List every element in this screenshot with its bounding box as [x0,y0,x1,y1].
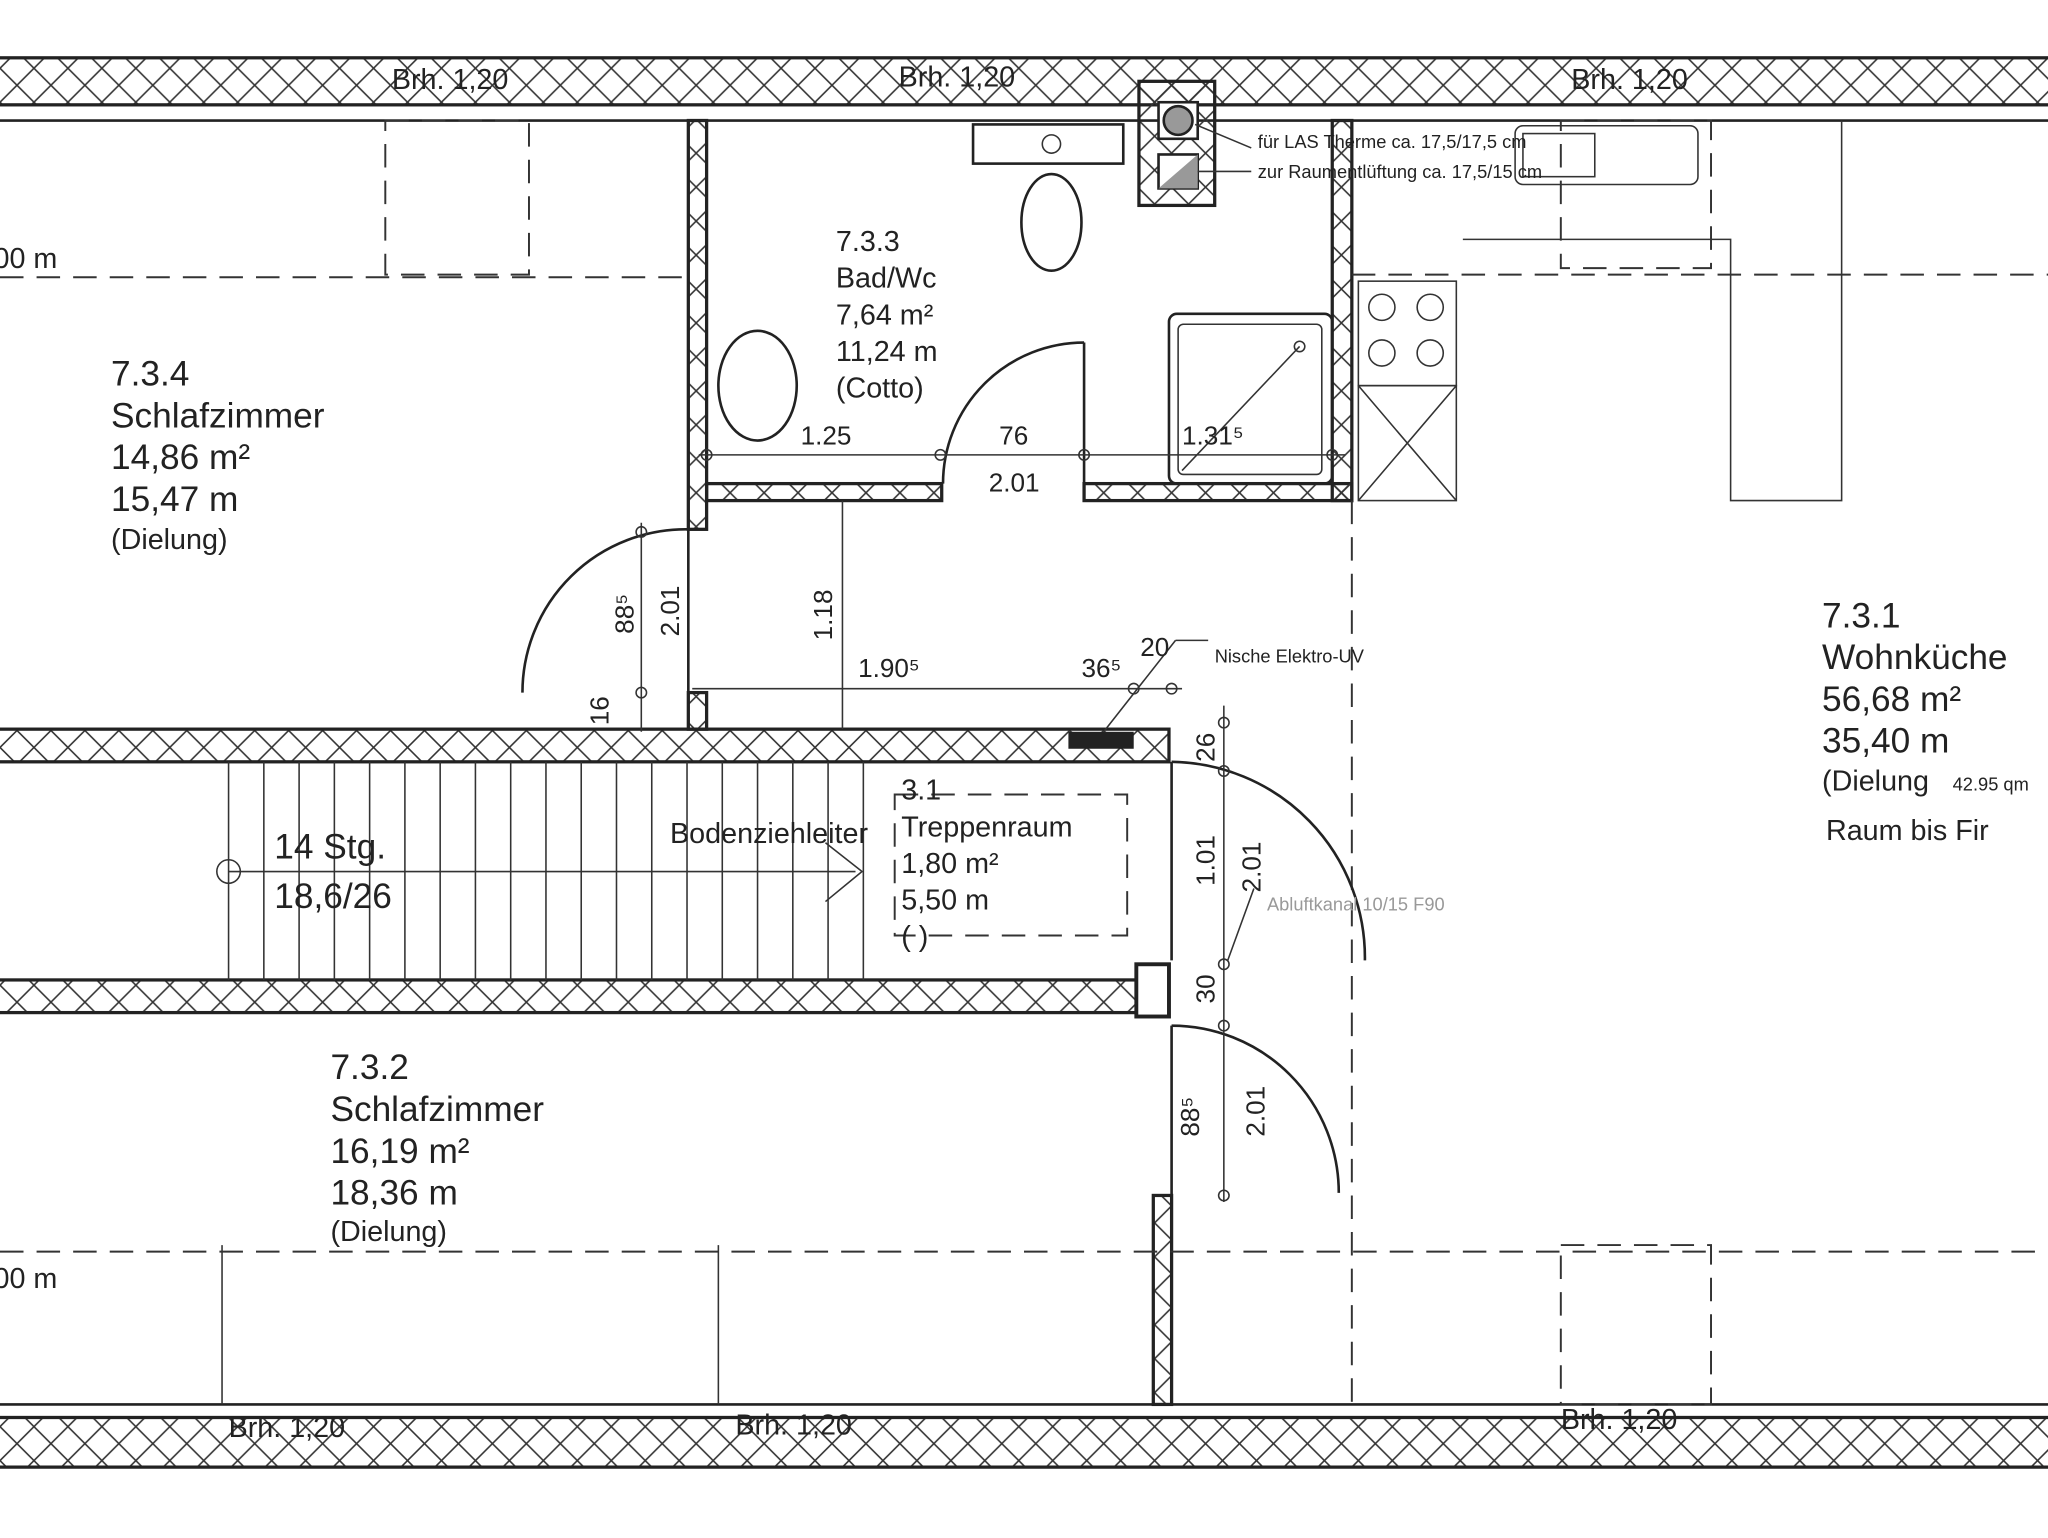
electrical-niche [1068,731,1134,749]
dim-hall-length: 1.90⁵ [858,653,920,683]
dim-wall-16: 16 [585,696,615,725]
room-number: 7.3.3 [836,226,900,258]
bath-fixtures [717,123,1334,485]
toilet-icon [1020,172,1083,273]
dim-wall-26: 26 [1191,733,1221,762]
room-name: Schlafzimmer [111,396,325,435]
hall-wall-left [686,690,709,731]
room-floor: ( ) [901,921,928,953]
dim-door-31-height: 2.01 [1236,842,1266,893]
edge-label-lower: 00 m [0,1263,57,1295]
shower-icon [1167,312,1334,485]
room-area: 14,86 m² [111,438,250,477]
washbasin-icon [717,329,799,442]
room-number: 7.3.2 [330,1048,408,1087]
chimney-note-1: für LAS Therme ca. 17,5/17,5 cm [1258,131,1527,152]
doors [521,341,1367,1196]
room-perimeter: 11,24 m [836,336,938,368]
window-label-bottom-2: Brh. 1,20 [735,1409,852,1441]
dim-wall-30: 30 [1191,974,1221,1003]
cistern-icon [971,123,1125,165]
dimension-lines [635,448,1346,1202]
dim-bath-door-height: 2.01 [989,467,1040,497]
stair-steps: 14 Stg. [274,827,386,866]
bath-wall-left [686,118,709,531]
window-label-top-3: Brh. 1,20 [1571,64,1688,96]
edge-label-upper: 00 m [0,243,57,275]
room-label-schlafzimmer-734: 7.3.4 Schlafzimmer 14,86 m² 15,47 m (Die… [111,355,325,556]
room-label-treppenraum-31: 3.1 Treppenraum 1,80 m² 5,50 m ( ) [901,775,1072,953]
flue-circle-icon [1162,104,1194,137]
window-label-bottom-1: Brh. 1,20 [229,1412,346,1444]
room-number: 7.3.1 [1822,596,1900,635]
room-area: 7,64 m² [836,299,934,331]
corridor-wall-upper [0,727,1171,764]
staircase [216,761,865,980]
dim-door-31-width: 1.01 [1191,835,1221,886]
dim-niche-20: 20 [1140,632,1169,662]
dim-door-734-width: 88⁵ [609,594,639,634]
window-label-bottom-3: Brh. 1,20 [1561,1404,1678,1436]
room-name: Wohnküche [1822,638,2008,677]
dim-bath-door: 76 [999,420,1028,450]
room-number: 3.1 [901,775,941,807]
room-area: 56,68 m² [1822,680,1961,719]
window-label-top-2: Brh. 1,20 [899,62,1016,94]
bottom-wall [0,1415,2048,1469]
exhaust-duct [1134,962,1171,1019]
room-floor-note: 42.95 qm [1953,774,2029,795]
dim-door-732-height: 2.01 [1240,1086,1270,1137]
dim-door-734-height: 2.01 [655,586,685,637]
room-perimeter: 15,47 m [111,480,238,519]
room-perimeter: 18,36 m [330,1174,457,1213]
room-name: Schlafzimmer [330,1090,544,1129]
dishwasher-icon [1357,384,1458,502]
room-floor: (Dielung) [111,524,228,556]
dim-niche-width: 36⁵ [1081,653,1121,683]
chimney-note-2: zur Raumentlüftung ca. 17,5/15 cm [1258,161,1542,182]
window-label-top-1: Brh. 1,20 [392,64,509,96]
stair-ratio: 18,6/26 [274,877,392,916]
kitchen-fixtures [1357,124,1843,502]
room-note: Raum bis Fir [1826,815,1989,847]
top-wall [0,56,2048,107]
roof-lines [0,119,2048,1406]
dim-hall-depth: 1.18 [808,590,838,641]
door-732-wall [1151,1193,1174,1407]
room-name: Treppenraum [901,811,1072,843]
room-floor: (Dielung) [330,1216,447,1248]
room-label-wohnkueche-731: 7.3.1 Wohnküche 56,68 m² 35,40 m (Dielun… [1822,596,2029,847]
room-area: 1,80 m² [901,848,999,880]
exhaust-note: Abluftkanal 10/15 F90 [1267,894,1445,915]
niche-note: Nische Elektro-UV [1215,646,1365,667]
sink-icon [1514,124,1699,186]
corridor-wall-lower [0,978,1138,1015]
bath-wall-bottom-right [1082,481,1354,503]
dim-bath-right: 1.31⁵ [1182,420,1244,450]
room-label-schlafzimmer-732: 7.3.2 Schlafzimmer 16,19 m² 18,36 m (Die… [330,1048,544,1248]
bath-wall-bottom-left [704,481,944,503]
room-area: 16,19 m² [330,1132,469,1171]
dim-bath-left: 1.25 [801,420,852,450]
room-floor: (Cotto) [836,372,924,404]
attic-ladder-label: Bodenziehleiter [670,818,868,850]
room-perimeter: 5,50 m [901,884,989,916]
bath-wall-right [1330,118,1354,503]
room-floor: (Dielung [1822,766,1929,798]
room-perimeter: 35,40 m [1822,722,1949,761]
room-label-bad-733: 7.3.3 Bad/Wc 7,64 m² 11,24 m (Cotto) [836,226,938,404]
room-number: 7.3.4 [111,355,189,394]
room-name: Bad/Wc [836,263,937,295]
dim-door-732-width: 88⁵ [1175,1097,1205,1137]
